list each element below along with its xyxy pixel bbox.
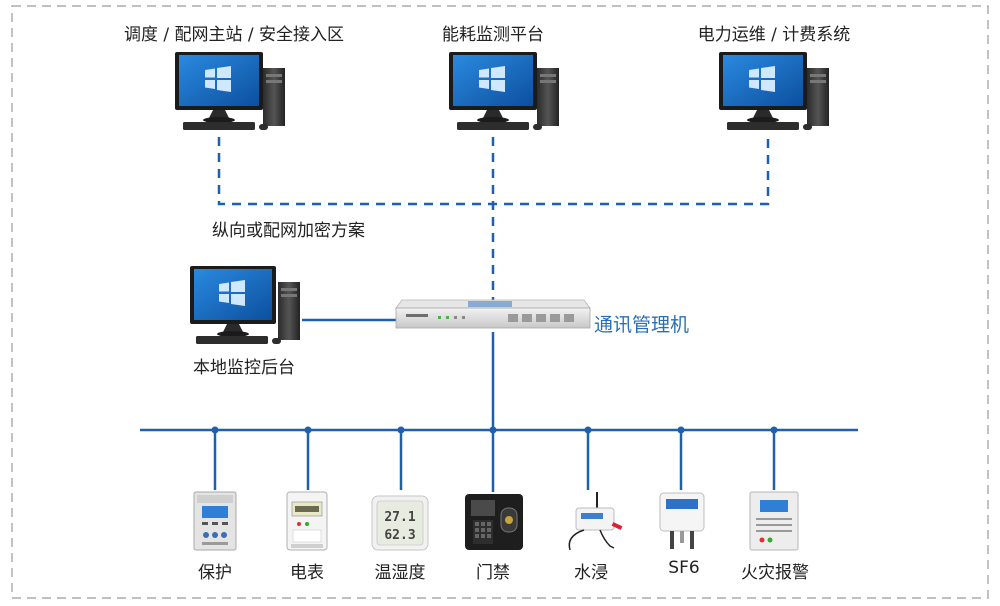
device-access-control: [465, 494, 523, 550]
device-meter: [286, 491, 328, 551]
desktop-computer-icon: [719, 52, 829, 130]
electric-meter-icon: [286, 491, 328, 551]
device-label-sf6: SF6: [668, 558, 700, 578]
computer-node-local-console: [190, 266, 300, 344]
device-label-access-control: 门禁: [476, 563, 510, 583]
gateway-label: 通讯管理机: [594, 314, 690, 336]
desktop-computer-icon: [449, 52, 559, 130]
bus-junction-dot: [770, 426, 778, 434]
network-label: 纵向或配网加密方案: [212, 221, 365, 241]
protection-relay-icon: [193, 491, 237, 551]
device-label-water-leak: 水浸: [574, 563, 608, 583]
local-console-label: 本地监控后台: [193, 358, 295, 378]
device-label-temp-humidity: 温湿度: [374, 563, 426, 583]
temperature-reading: 27.1: [384, 510, 415, 525]
water-leak-sensor-icon: [568, 492, 623, 551]
bus-junction-dot: [211, 426, 219, 434]
outer-frame: [11, 5, 989, 599]
device-protection: [193, 491, 237, 551]
sf6-sensor-icon: [659, 492, 705, 549]
top-node-label-dispatch: 调度 / 配网主站 / 安全接入区: [123, 25, 345, 45]
gateway-device: [395, 299, 591, 329]
device-label-protection: 保护: [198, 563, 232, 583]
device-fire-alarm: [749, 491, 799, 551]
device-label-meter: 电表: [290, 563, 324, 583]
thermo-hygrometer-icon: 27.1 62.3: [371, 495, 429, 551]
solid-links: [140, 318, 858, 432]
top-node-label-energy: 能耗监测平台: [442, 25, 544, 45]
humidity-reading: 62.3: [384, 528, 415, 543]
device-temp-humidity: 27.1 62.3: [371, 495, 429, 551]
bus-junction-dot: [304, 426, 312, 434]
computer-node-energy-monitoring: [449, 52, 559, 130]
device-water-leak: [568, 492, 623, 551]
bus-drops: [211, 426, 778, 492]
bus-junction-dot: [489, 426, 497, 434]
desktop-computer-icon: [190, 266, 300, 344]
access-control-icon: [465, 494, 523, 550]
bus-junction-dot: [397, 426, 405, 434]
encrypted-network-links: [217, 137, 770, 300]
top-node-label-power-ops: 电力运维 / 计费系统: [697, 25, 851, 45]
fire-alarm-panel-icon: [749, 491, 799, 551]
desktop-computer-icon: [175, 52, 285, 130]
bus-junction-dot: [677, 426, 685, 434]
rack-server-icon: [395, 299, 591, 329]
bus-junction-dot: [584, 426, 592, 434]
device-label-fire-alarm: 火灾报警: [741, 563, 809, 583]
device-sf6: [659, 492, 705, 549]
computer-node-power-ops: [719, 52, 829, 130]
computer-node-dispatch: [175, 52, 285, 130]
